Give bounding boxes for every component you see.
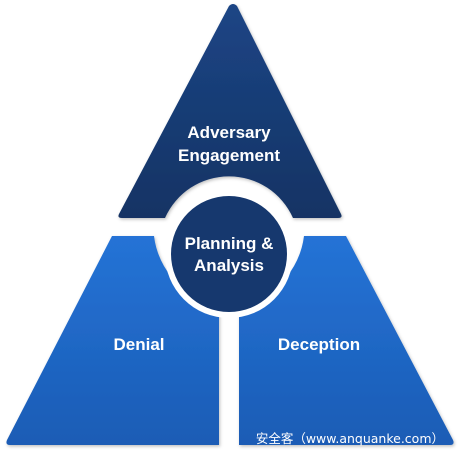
center-label-line1: Planning &: [185, 234, 274, 253]
center-circle-fill: [171, 196, 287, 312]
top-section-adversary-engagement: [118, 4, 342, 218]
top-label-line1: Adversary: [187, 123, 271, 142]
watermark-text: 安全客（www.anquanke.com）: [256, 431, 444, 446]
right-section-deception: [239, 236, 454, 445]
right-label-deception: Deception: [278, 335, 360, 354]
left-label-denial: Denial: [113, 335, 164, 354]
center-label-line2: Analysis: [194, 256, 264, 275]
left-section-denial: [6, 236, 219, 445]
top-label-line2: Engagement: [178, 146, 280, 165]
